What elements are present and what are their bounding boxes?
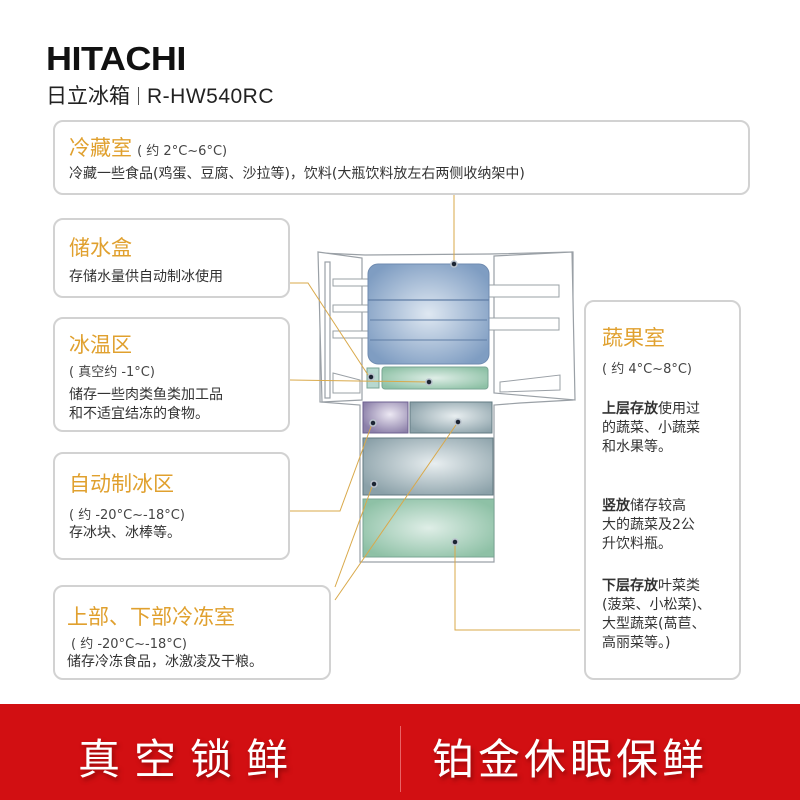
zone-title: 上部、下部冷冻室 — [67, 605, 235, 629]
card-water-tank: 储水盒 存储水量供自动制冰使用 — [53, 218, 290, 298]
vegetable-upper-desc: 上层存放使用过 的蔬菜、小蔬菜 和水果等。 — [602, 401, 700, 455]
card-ice-maker: 自动制冰区 ( 约 -20°C~-18°C) 存冰块、冰棒等。 — [53, 452, 290, 560]
zone-title: 自动制冰区 — [69, 472, 174, 496]
zone-title: 冷藏室 — [69, 136, 132, 160]
zone-desc: 储存冷冻食品，冰激凌及干粮。 — [67, 654, 263, 670]
hitachi-logo: HITACHI — [46, 39, 186, 78]
zone-desc: 存储水量供自动制冰使用 — [69, 269, 223, 285]
zone-temp: ( 约 4°C~8°C) — [602, 362, 692, 377]
card-chill: 冰温区 ( 真空约 -1°C) 储存一些肉类鱼类加工品 和不适宜结冻的食物。 — [53, 317, 290, 432]
zone-title: 储水盒 — [69, 236, 132, 260]
banner-divider — [400, 726, 401, 792]
feature-banner: 真空锁鲜 铂金休眠保鲜 — [0, 704, 800, 800]
zone-desc: 存冰块、冰棒等。 — [69, 525, 181, 541]
divider — [138, 87, 139, 105]
zone-desc: 冷藏一些食品(鸡蛋、豆腐、沙拉等)，饮料(大瓶饮料放左右两侧收纳架中) — [69, 166, 525, 182]
zone-temp: ( 约 -20°C~-18°C) — [71, 637, 187, 652]
product-model: 日立冰箱 R-HW540RC — [46, 80, 274, 110]
zone-desc: 储存一些肉类鱼类加工品 和不适宜结冻的食物。 — [69, 387, 223, 422]
product-name: 日立冰箱 — [46, 84, 130, 108]
zone-temp: ( 约 -20°C~-18°C) — [69, 508, 185, 523]
model-code: R-HW540RC — [147, 85, 275, 108]
feature-vacuum-fresh: 真空锁鲜 — [78, 735, 303, 784]
card-freezer: 上部、下部冷冻室 ( 约 -20°C~-18°C) 储存冷冻食品，冰激凌及干粮。 — [53, 585, 331, 680]
card-vegetable: 蔬果室 ( 约 4°C~8°C) 上层存放使用过 的蔬菜、小蔬菜 和水果等。 竖… — [584, 300, 741, 680]
zone-title: 冰温区 — [69, 333, 132, 357]
fridge-illustration — [289, 195, 580, 631]
card-fridge: 冷藏室 ( 约 2°C~6°C) 冷藏一些食品(鸡蛋、豆腐、沙拉等)，饮料(大瓶… — [53, 120, 750, 195]
zone-temp: ( 约 2°C~6°C) — [137, 144, 228, 159]
vegetable-vertical-desc: 竖放储存较高 大的蔬菜及2公 升饮料瓶。 — [602, 498, 695, 552]
vegetable-lower-desc: 下层存放叶菜类 (菠菜、小松菜)、 大型蔬菜(萵苣、 高丽菜等。) — [602, 578, 711, 651]
feature-platinum-fresh: 铂金休眠保鲜 — [432, 735, 709, 784]
zone-title: 蔬果室 — [602, 326, 665, 350]
zone-temp: ( 真空约 -1°C) — [69, 365, 155, 380]
